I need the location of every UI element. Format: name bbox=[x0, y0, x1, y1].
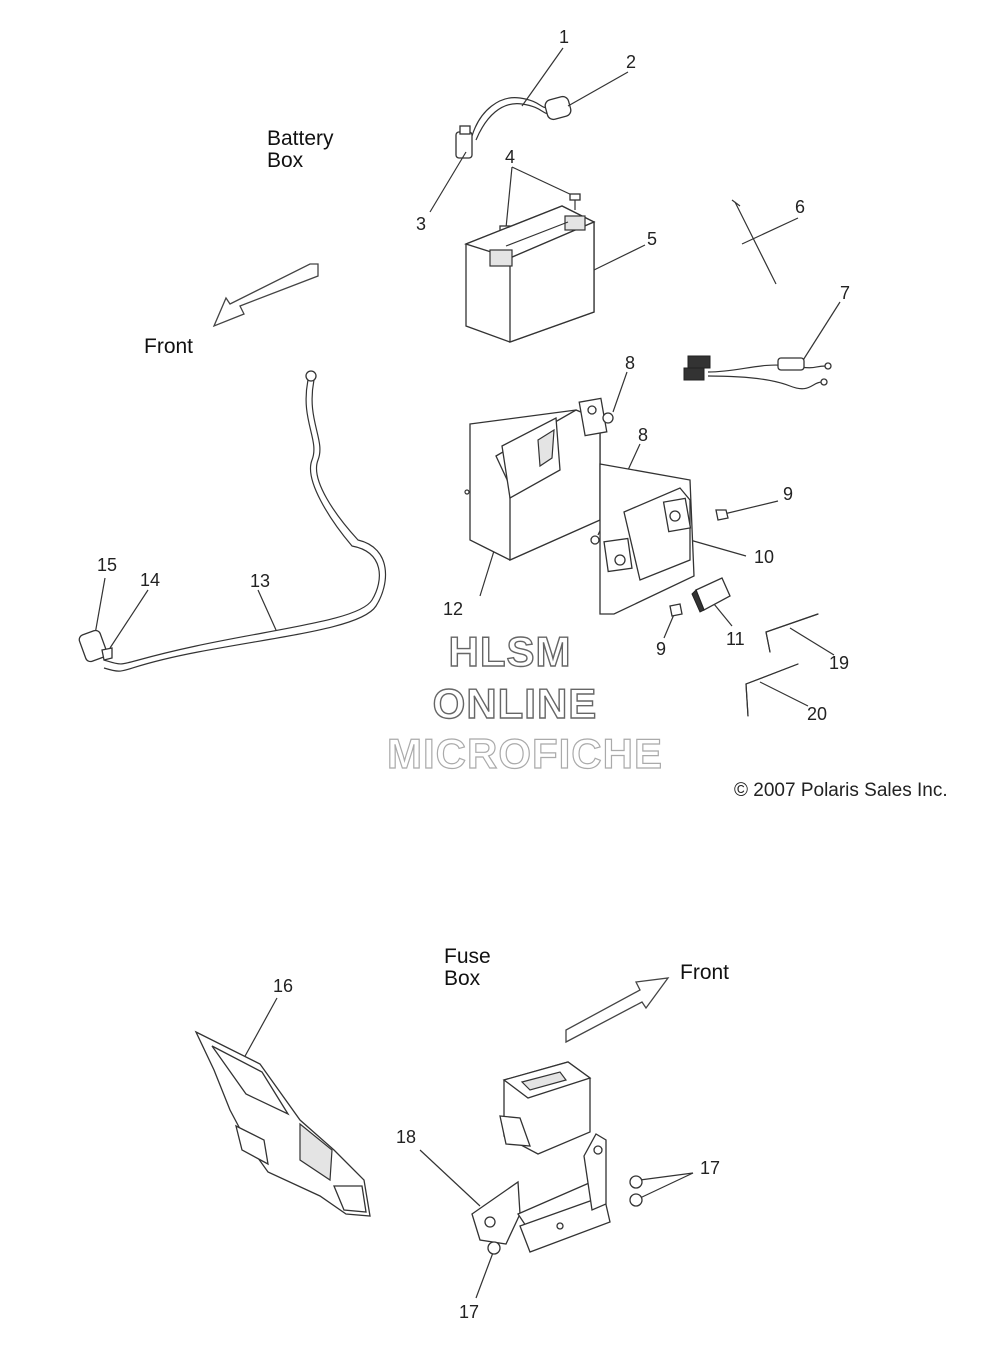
front-label-bottom: Front bbox=[680, 961, 730, 984]
strap-part bbox=[731, 199, 777, 285]
fuse-box-module-part bbox=[499, 1061, 592, 1155]
fuse-box-nuts-part bbox=[487, 1175, 643, 1255]
callout-leaders bbox=[93, 47, 841, 1299]
battery-box-part bbox=[464, 397, 729, 617]
callout-14: 14 bbox=[140, 570, 161, 590]
allen-key-20-part bbox=[745, 663, 799, 717]
callout-16: 16 bbox=[273, 976, 294, 996]
callout-8a: 8 bbox=[625, 353, 636, 373]
callout-17a: 17 bbox=[700, 1158, 721, 1178]
battery-box-heading: Battery Box bbox=[267, 127, 334, 173]
front-label-top: Front bbox=[144, 335, 194, 358]
callout-15: 15 bbox=[97, 555, 118, 575]
watermark-line2: ONLINE bbox=[432, 679, 598, 727]
callout-2: 2 bbox=[626, 52, 637, 72]
callout-8b: 8 bbox=[638, 425, 649, 445]
callout-12: 12 bbox=[443, 599, 464, 619]
callout-1: 1 bbox=[559, 27, 570, 47]
fuse-box-bracket-part bbox=[471, 1133, 611, 1253]
copyright-notice: © 2007 Polaris Sales Inc. bbox=[734, 780, 948, 801]
watermark-line3: MICROFICHE bbox=[386, 729, 663, 777]
callout-6: 6 bbox=[795, 197, 806, 217]
callout-11: 11 bbox=[726, 629, 745, 649]
front-arrow-bottom bbox=[565, 977, 670, 1044]
callout-3: 3 bbox=[416, 214, 427, 234]
callout-19: 19 bbox=[829, 653, 850, 673]
allen-key-19-part bbox=[765, 613, 819, 653]
callout-9a: 9 bbox=[783, 484, 794, 504]
ground-cable-part bbox=[78, 370, 387, 672]
callout-20: 20 bbox=[807, 704, 828, 724]
callout-13: 13 bbox=[250, 571, 271, 591]
fuse-box-cover-part bbox=[194, 1030, 371, 1217]
callout-17b: 17 bbox=[459, 1302, 480, 1322]
relay-part bbox=[691, 577, 731, 613]
watermark-line1: HLSM bbox=[448, 627, 572, 675]
callout-5: 5 bbox=[647, 229, 658, 249]
callout-7: 7 bbox=[840, 283, 851, 303]
callout-9b: 9 bbox=[656, 639, 667, 659]
callout-10: 10 bbox=[754, 547, 775, 567]
callout-18: 18 bbox=[396, 1127, 417, 1147]
front-arrow-top bbox=[212, 263, 319, 328]
fuse-harness-part bbox=[683, 355, 832, 390]
battery-part bbox=[464, 205, 596, 343]
fuse-box-heading: Fuse Box bbox=[444, 945, 491, 991]
callout-4: 4 bbox=[505, 147, 516, 167]
battery-cable-harness-part bbox=[455, 95, 572, 159]
